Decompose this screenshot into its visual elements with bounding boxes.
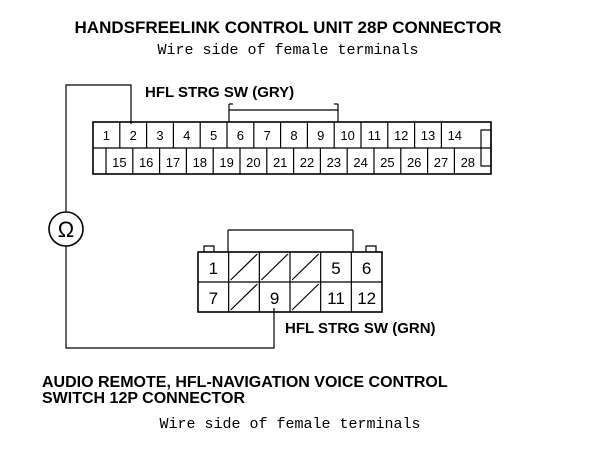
pin-10: 10 xyxy=(340,128,354,143)
connector-12p: 1 5 6 7 9 11 12 xyxy=(197,229,383,313)
pin-5: 5 xyxy=(331,259,340,278)
meter-lead-to-pin-9 xyxy=(65,246,275,349)
pin-4: 4 xyxy=(183,128,190,143)
pin-18: 18 xyxy=(193,155,207,170)
pin-17: 17 xyxy=(166,155,180,170)
pin-23: 23 xyxy=(327,155,341,170)
pin-14: 14 xyxy=(448,128,462,143)
pin-25: 25 xyxy=(380,155,394,170)
pin-5: 5 xyxy=(210,128,217,143)
pin-2: 2 xyxy=(130,128,137,143)
pin-26: 26 xyxy=(407,155,421,170)
unused-cavity xyxy=(291,253,320,281)
meter-lead-to-pin-2 xyxy=(65,84,132,212)
pin-6: 6 xyxy=(237,128,244,143)
pin-3: 3 xyxy=(156,128,163,143)
pin-7: 7 xyxy=(264,128,271,143)
pin-12: 12 xyxy=(357,289,376,308)
top-callout-label: HFL STRG SW (GRY) xyxy=(145,84,294,101)
pin-22: 22 xyxy=(300,155,314,170)
bottom-connector-subtitle: Wire side of female terminals xyxy=(159,416,420,433)
pin-13: 13 xyxy=(421,128,435,143)
pin-15: 15 xyxy=(112,155,126,170)
top-connector-title: HANDSFREELINK CONTROL UNIT 28P CONNECTOR xyxy=(75,18,502,37)
pin-6: 6 xyxy=(362,259,371,278)
ohmmeter: Ω xyxy=(48,211,84,247)
pin-11: 11 xyxy=(327,289,345,308)
top-connector-subtitle: Wire side of female terminals xyxy=(157,42,418,59)
pin-28: 28 xyxy=(461,155,475,170)
unused-cavity xyxy=(260,253,289,281)
pin-27: 27 xyxy=(434,155,448,170)
pin-24: 24 xyxy=(353,155,367,170)
pin-8: 8 xyxy=(290,128,297,143)
bottom-callout-label: HFL STRG SW (GRN) xyxy=(285,320,436,337)
pin-16: 16 xyxy=(139,155,153,170)
unused-cavity xyxy=(291,283,320,311)
pin-1: 1 xyxy=(209,259,218,278)
bottom-connector-title-line1: AUDIO REMOTE, HFL-NAVIGATION VOICE CONTR… xyxy=(42,374,448,391)
unused-cavity xyxy=(230,283,258,311)
pin-9: 9 xyxy=(317,128,324,143)
pin-9: 9 xyxy=(270,289,279,308)
pin-12: 12 xyxy=(394,128,408,143)
pin-20: 20 xyxy=(246,155,260,170)
pin-11: 11 xyxy=(368,128,382,143)
unused-cavity xyxy=(230,253,258,281)
ohm-symbol-icon: Ω xyxy=(58,217,74,242)
pin-21: 21 xyxy=(273,155,287,170)
pin-7: 7 xyxy=(209,289,218,308)
pin-1: 1 xyxy=(103,128,110,143)
bottom-connector-title-line2: SWITCH 12P CONNECTOR xyxy=(42,390,245,407)
pin-19: 19 xyxy=(219,155,233,170)
